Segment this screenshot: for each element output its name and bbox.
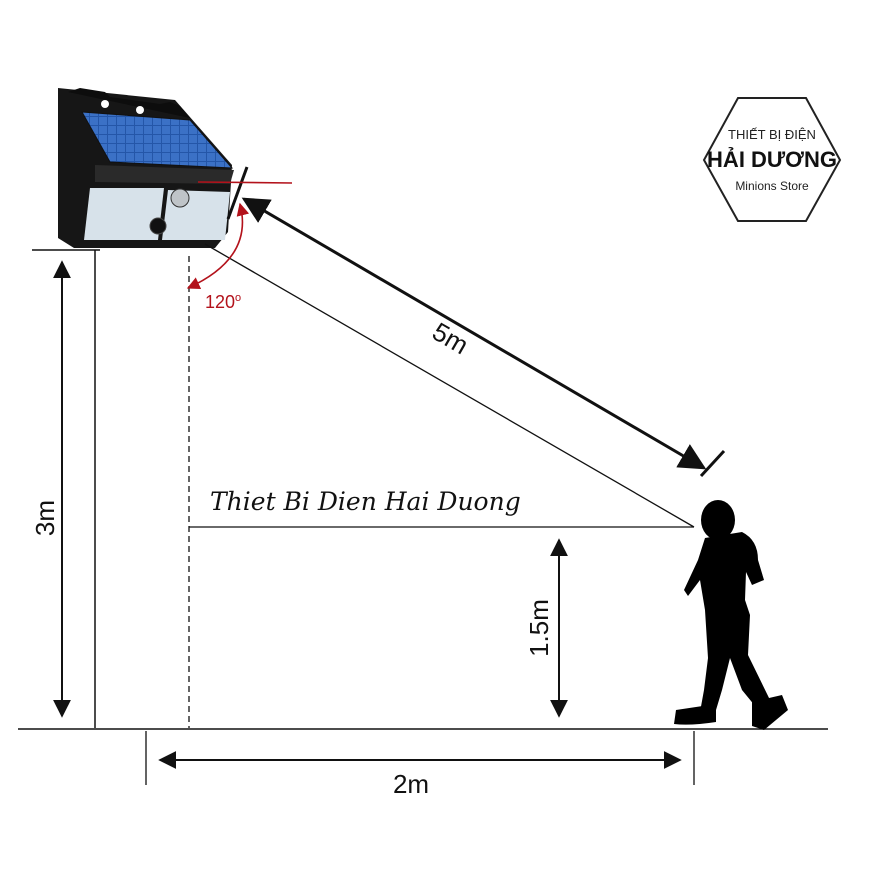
range-end-tick xyxy=(699,449,726,478)
solar-lamp-icon xyxy=(58,88,234,248)
person-icon xyxy=(674,500,788,730)
sensor-range-arrow xyxy=(241,197,707,470)
brand-line1: THIẾT BỊ ĐIỆN xyxy=(728,127,816,142)
watermark-text: Thiet Bi Dien Hai Duong xyxy=(210,487,521,516)
brand-line2: HẢI DƯƠNG xyxy=(707,147,837,172)
height-person-label: 1.5m xyxy=(524,599,554,657)
angle-label: 120o xyxy=(205,292,241,312)
distance-ground-dimension xyxy=(145,731,695,785)
distance-ground-label: 2m xyxy=(393,769,429,799)
brand-line3: Minions Store xyxy=(735,179,809,193)
brand-logo xyxy=(702,97,842,222)
detection-lower-line xyxy=(204,243,695,528)
height-lamp-label: 3m xyxy=(30,500,60,536)
distance-sensor-label: 5m xyxy=(427,316,473,360)
wall xyxy=(32,249,100,728)
angle-indicator xyxy=(186,181,293,290)
